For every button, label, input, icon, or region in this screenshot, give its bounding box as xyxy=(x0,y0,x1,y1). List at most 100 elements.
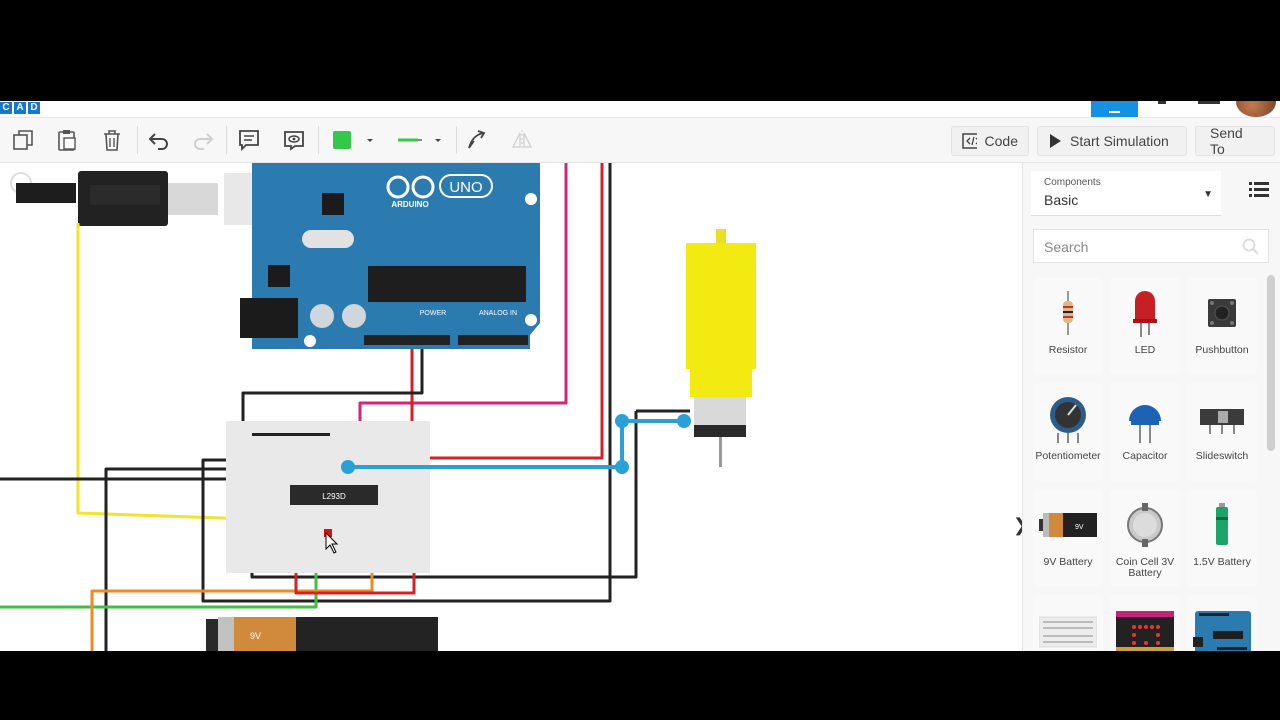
toggle-notes-visibility-button[interactable] xyxy=(279,124,309,156)
component-label: LED xyxy=(1134,344,1156,356)
component-label: Resistor xyxy=(1048,344,1088,356)
black-wire-1 xyxy=(201,163,612,603)
component-resistor[interactable]: Resistor xyxy=(1033,277,1103,375)
board-model-label: UNO xyxy=(449,179,482,196)
arduino-uno-board[interactable]: UNO ARDUINO POWER ANALOG IN xyxy=(240,163,540,349)
menu-icon[interactable] xyxy=(1198,101,1220,104)
blue-wire[interactable] xyxy=(341,414,691,474)
logo-letter-a: A xyxy=(14,102,26,114)
component-coin-cell-battery[interactable]: Coin Cell 3V Battery xyxy=(1110,489,1180,587)
notifications-icon[interactable] xyxy=(1158,101,1166,104)
components-dropdown[interactable]: Components Basic ▼ xyxy=(1031,171,1221,216)
wire-color-icon xyxy=(398,138,441,142)
paste-button[interactable] xyxy=(52,124,82,156)
chevron-down-icon: ▼ xyxy=(1203,189,1213,200)
eye-note-icon xyxy=(284,131,304,151)
arduino-icon xyxy=(1193,611,1251,651)
component-aa-battery[interactable]: 1.5V Battery xyxy=(1187,489,1257,587)
component-led[interactable]: LED xyxy=(1110,277,1180,375)
send-to-button[interactable]: Send To xyxy=(1195,125,1275,157)
code-button-label: Code xyxy=(984,133,1018,149)
start-simulation-label: Start Simulation xyxy=(1070,133,1169,149)
aa-battery-icon xyxy=(1216,503,1228,545)
logo-letter-c: C xyxy=(0,102,12,114)
coin-cell-icon xyxy=(1127,503,1163,547)
components-panel: Components Basic ▼ Resistor LED Pushbutt… xyxy=(1022,163,1280,651)
notes-button[interactable] xyxy=(234,124,264,156)
component-label: Potentiometer xyxy=(1035,450,1101,462)
app-top-bar: C A D xyxy=(0,101,1280,118)
component-potentiometer[interactable]: Potentiometer xyxy=(1033,383,1103,481)
note-icon xyxy=(239,130,259,152)
share-icon xyxy=(1109,111,1120,113)
paste-icon xyxy=(58,130,76,151)
editor-toolbar: Code Start Simulation Send To xyxy=(0,118,1280,163)
list-view-icon xyxy=(1249,182,1269,197)
search-icon xyxy=(1242,238,1259,255)
rotate-icon xyxy=(468,130,486,149)
board-brand-label: ARDUINO xyxy=(391,200,428,209)
component-label: Slideswitch xyxy=(1195,450,1249,462)
power-header-label: POWER xyxy=(420,310,446,317)
toolbar-divider xyxy=(318,126,319,154)
logo-letter-d: D xyxy=(28,102,40,114)
component-slideswitch[interactable]: Slideswitch xyxy=(1187,383,1257,481)
undo-icon xyxy=(148,133,168,150)
mouse-cursor-icon xyxy=(325,531,339,554)
redo-button[interactable] xyxy=(188,124,218,156)
code-icon xyxy=(962,133,977,149)
rotate-button[interactable] xyxy=(462,124,492,156)
breadboard[interactable]: L293D xyxy=(226,421,430,573)
component-microbit[interactable] xyxy=(1110,595,1180,651)
resistor-icon xyxy=(1063,291,1073,335)
user-avatar[interactable] xyxy=(1236,101,1276,117)
component-9v-battery[interactable]: 9V 9V Battery xyxy=(1033,489,1103,587)
ic-chip-label: L293D xyxy=(322,492,346,501)
component-label: Coin Cell 3V Battery xyxy=(1115,556,1175,579)
led-icon xyxy=(1133,291,1157,337)
component-arduino-uno[interactable] xyxy=(1187,595,1257,651)
fill-color-swatch-icon xyxy=(333,131,373,149)
dc-motor[interactable] xyxy=(686,229,756,467)
wire-color-picker[interactable] xyxy=(390,124,450,156)
circuit-canvas[interactable]: UNO ARDUINO POWER ANALOG IN L293D xyxy=(0,163,1028,651)
delete-button[interactable] xyxy=(97,124,127,156)
panel-scrollbar[interactable] xyxy=(1267,275,1275,451)
copy-icon xyxy=(13,130,33,150)
9v-battery-icon: 9V xyxy=(1039,513,1097,537)
start-simulation-button[interactable]: Start Simulation xyxy=(1037,126,1187,156)
trash-icon xyxy=(104,130,120,151)
components-dropdown-caption: Components xyxy=(1044,177,1101,188)
share-button[interactable] xyxy=(1091,101,1138,117)
send-to-label: Send To xyxy=(1210,125,1243,157)
black-wire-2 xyxy=(241,343,424,425)
component-capacitor[interactable]: Capacitor xyxy=(1110,383,1180,481)
component-label: Pushbutton xyxy=(1195,344,1249,356)
app-logo[interactable]: C A D xyxy=(0,102,42,114)
pushbutton-icon xyxy=(1208,299,1236,327)
components-dropdown-value: Basic xyxy=(1044,192,1079,208)
component-pushbutton[interactable]: Pushbutton xyxy=(1187,277,1257,375)
svg-text:9V: 9V xyxy=(1075,524,1084,531)
list-view-button[interactable] xyxy=(1249,181,1269,202)
copy-button[interactable] xyxy=(8,124,38,156)
component-search[interactable] xyxy=(1033,229,1269,263)
flip-button[interactable] xyxy=(507,124,537,156)
analog-header-label: ANALOG IN xyxy=(479,310,517,317)
search-input[interactable] xyxy=(1042,238,1236,256)
redo-icon xyxy=(194,133,214,150)
undo-button[interactable] xyxy=(144,124,174,156)
9v-battery[interactable]: 9V xyxy=(206,617,438,651)
red-wire-1 xyxy=(420,163,604,460)
circuit-drawing: UNO ARDUINO POWER ANALOG IN L293D xyxy=(0,163,756,651)
code-button[interactable]: Code xyxy=(951,126,1029,156)
component-breadboard[interactable] xyxy=(1033,595,1103,651)
play-icon xyxy=(1050,134,1061,148)
toolbar-divider xyxy=(456,126,457,154)
slideswitch-icon xyxy=(1200,409,1244,434)
potentiometer-icon xyxy=(1050,397,1086,443)
fill-color-picker[interactable] xyxy=(326,124,378,156)
toolbar-divider xyxy=(226,126,227,154)
capacitor-icon xyxy=(1129,405,1161,443)
toolbar-divider xyxy=(137,126,138,154)
